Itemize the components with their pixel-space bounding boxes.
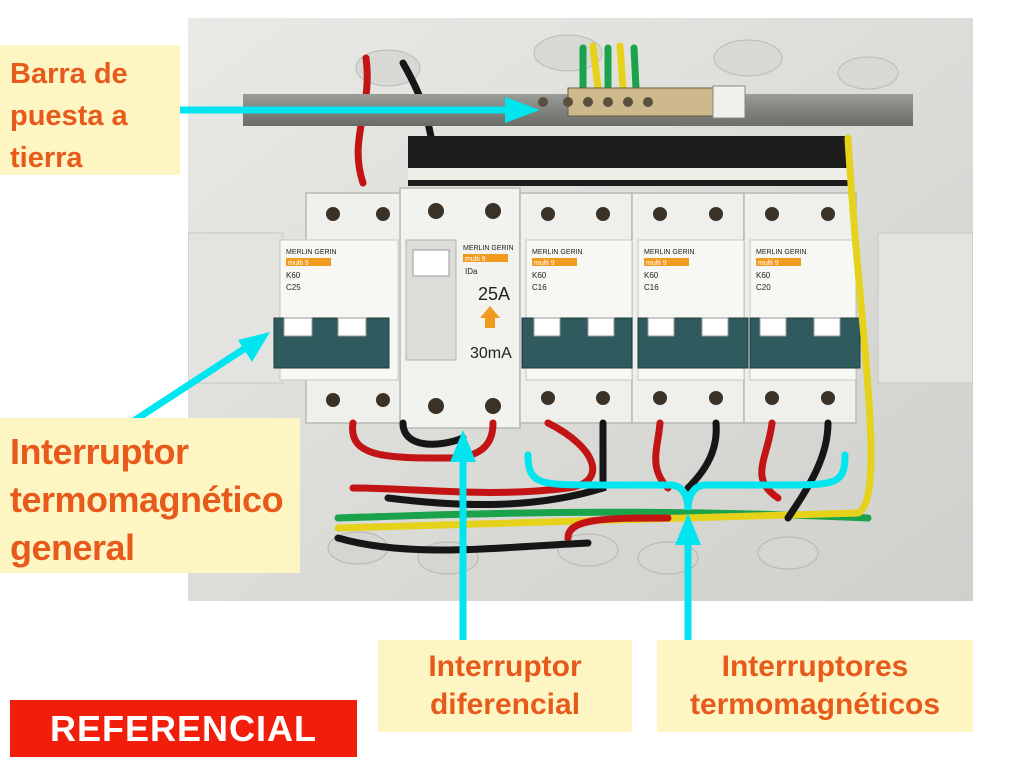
rating-text-branch-3: C20 — [756, 283, 771, 292]
brand-text-branch-1: MERLIN GERIN — [532, 249, 583, 256]
model-text-branch-2: K60 — [644, 271, 659, 280]
general-breaker-callout-line-1: Interruptor — [10, 431, 189, 472]
model-text-branch-1: K60 — [532, 271, 547, 280]
earth-bar-callout: Barra de puesta a tierra — [0, 45, 180, 175]
branch-breakers-callout: Interruptores termomagnéticos — [657, 640, 973, 732]
earth-bar-callout-line-3: tierra — [10, 142, 83, 174]
differential-callout-line-1: Interruptor — [428, 650, 582, 683]
series-text-branch-2: multi 9 — [646, 260, 667, 267]
differential-callout: Interruptor diferencial — [378, 640, 632, 732]
series-text-rcd: multi 9 — [465, 256, 486, 263]
general-breaker-callout-line-3: general — [10, 527, 135, 568]
rating-text-branch-1: C16 — [532, 283, 547, 292]
referencial-badge: REFERENCIAL — [10, 700, 357, 757]
rating-text-general: C25 — [286, 283, 301, 292]
branch-breakers-callout-line-2: termomagnéticos — [689, 688, 941, 721]
brand-text-rcd: MERLIN GERIN — [463, 245, 514, 252]
brand-text-general: MERLIN GERIN — [286, 249, 337, 256]
type-text-rcd: IDa — [465, 267, 478, 276]
rating-text-branch-2: C16 — [644, 283, 659, 292]
brand-text-branch-2: MERLIN GERIN — [644, 249, 695, 256]
series-text-branch-3: multi 9 — [758, 260, 779, 267]
distribution-board-photo: MERLIN GERIN multi 9 K60 C25 MERLIN GERI… — [188, 18, 973, 601]
series-text-branch-1: multi 9 — [534, 260, 555, 267]
earth-bar-callout-line-1: Barra de — [10, 58, 128, 90]
differential-callout-line-2: diferencial — [429, 688, 581, 721]
model-text-general: K60 — [286, 271, 301, 280]
model-text-branch-3: K60 — [756, 271, 771, 280]
general-breaker-callout-line-2: termomagnético — [10, 479, 284, 520]
general-breaker-callout: Interruptor termomagnético general — [0, 418, 300, 573]
series-text-general: multi 9 — [288, 260, 309, 267]
branch-breakers-callout-line-1: Interruptores — [721, 650, 909, 683]
rating-text-rcd: 25A — [478, 284, 510, 304]
sensitivity-text-rcd: 30mA — [470, 345, 512, 362]
earth-bar-callout-line-2: puesta a — [10, 100, 128, 132]
brand-text-branch-3: MERLIN GERIN — [756, 249, 807, 256]
